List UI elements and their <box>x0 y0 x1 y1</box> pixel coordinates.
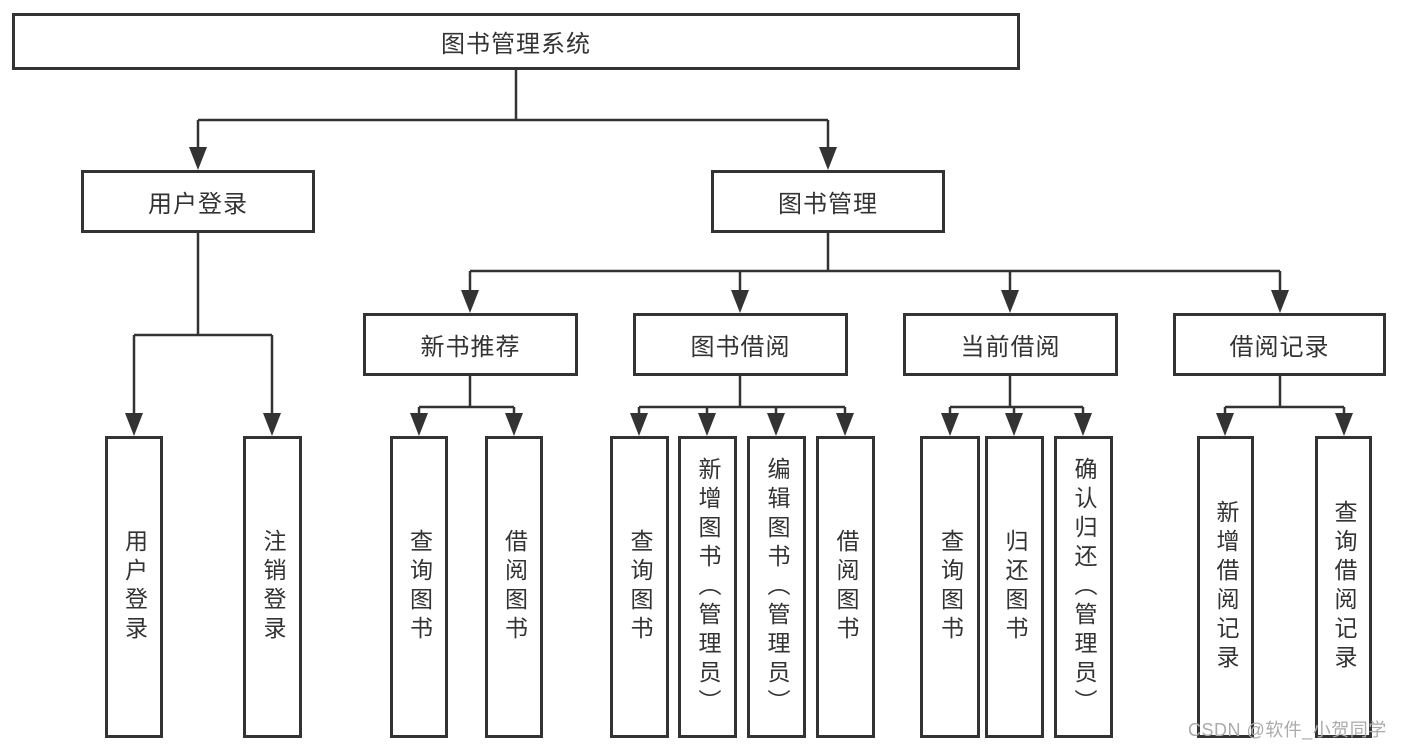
leaf-confirm-return-admin: 确认归还（管理员） <box>1054 436 1113 738</box>
leaf-borrow-book-newrec-label: 借阅图书 <box>501 529 528 645</box>
leaf-logout: 注销登录 <box>243 436 302 738</box>
leaf-borrow-book-newrec: 借阅图书 <box>485 436 543 738</box>
leaf-return-book-label: 归还图书 <box>1002 529 1028 645</box>
node-new-book-recommend: 新书推荐 <box>363 313 578 376</box>
leaf-confirm-return-admin-label: 确认归还（管理员） <box>1071 456 1097 718</box>
leaf-edit-book-admin: 编辑图书（管理员） <box>747 436 806 738</box>
arrowheads <box>125 147 1353 436</box>
leaf-query-book-borrow-label: 查询图书 <box>627 529 653 645</box>
leaf-add-borrow-record: 新增借阅记录 <box>1197 436 1254 738</box>
leaf-query-book-newrec: 查询图书 <box>390 436 448 738</box>
leaf-logout-label: 注销登录 <box>260 529 286 645</box>
leaf-user-login-label: 用户登录 <box>121 529 148 645</box>
leaf-query-borrow-record-label: 查询借阅记录 <box>1331 500 1357 674</box>
node-borrow-records: 借阅记录 <box>1173 313 1386 376</box>
leaf-add-book-admin-label: 新增图书（管理员） <box>695 456 721 718</box>
node-library-management-system: 图书管理系统 <box>12 13 1020 70</box>
leaf-user-login: 用户登录 <box>105 436 163 738</box>
leaf-add-borrow-record-label: 新增借阅记录 <box>1213 500 1239 674</box>
node-current-borrow: 当前借阅 <box>903 313 1118 376</box>
leaf-borrow-book-borrow: 借阅图书 <box>816 436 875 738</box>
leaf-query-book-newrec-label: 查询图书 <box>406 529 433 645</box>
leaf-return-book: 归还图书 <box>985 436 1044 738</box>
csdn-watermark: CSDN @软件_小贺同学 <box>1188 720 1387 740</box>
leaf-query-book-current-label: 查询图书 <box>937 529 964 645</box>
node-user-login: 用户登录 <box>81 170 315 233</box>
leaf-add-book-admin: 新增图书（管理员） <box>678 436 737 738</box>
leaf-borrow-book-borrow-label: 借阅图书 <box>833 529 859 645</box>
node-book-borrow: 图书借阅 <box>633 313 848 376</box>
node-book-management: 图书管理 <box>711 170 945 233</box>
leaf-query-borrow-record: 查询借阅记录 <box>1315 436 1372 738</box>
leaf-edit-book-admin-label: 编辑图书（管理员） <box>764 456 790 718</box>
leaf-query-book-borrow: 查询图书 <box>610 436 669 738</box>
leaf-query-book-current: 查询图书 <box>920 436 980 738</box>
